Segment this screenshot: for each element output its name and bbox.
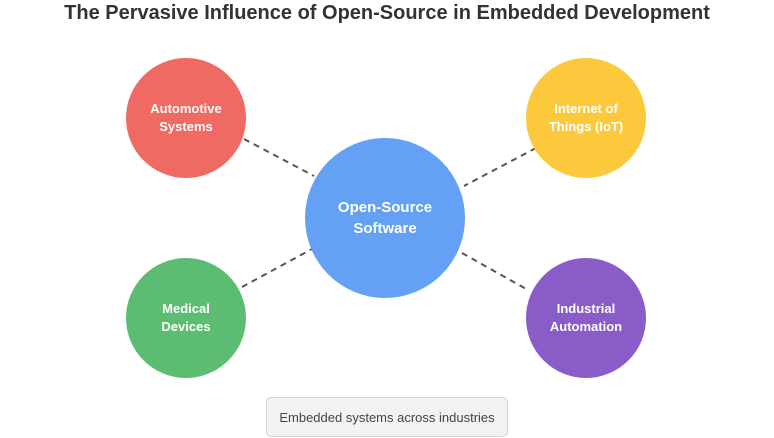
node-label-line2: Things (IoT) (548, 119, 624, 134)
connector-industrial (461, 252, 529, 291)
node-label-line1: Medical (162, 301, 210, 316)
node-label-line1: Automotive (150, 101, 222, 116)
node-automotive-systems: Automotive Systems (126, 58, 246, 178)
page-title: The Pervasive Influence of Open-Source i… (64, 2, 710, 24)
node-open-source-software: Open-Source Software (305, 138, 465, 298)
connector-medical (241, 248, 313, 288)
node-medical-devices: Medical Devices (126, 258, 246, 378)
node-label-line1: Industrial (556, 301, 616, 316)
node-internet-of-things: Internet of Things (IoT) (526, 58, 646, 178)
node-industrial-automation: Industrial Automation (526, 258, 646, 378)
center-label-line1: Open-Source (337, 199, 433, 216)
connector-automotive (243, 138, 315, 177)
node-label-line2: Systems (159, 119, 213, 134)
node-label-line2: Automation (549, 319, 623, 334)
node-label-line1: Internet of (554, 101, 618, 116)
center-label-line2: Software (353, 220, 417, 237)
connector-iot (463, 147, 537, 187)
caption-box: Embedded systems across industries (266, 397, 508, 437)
node-label-line2: Devices (161, 319, 211, 334)
